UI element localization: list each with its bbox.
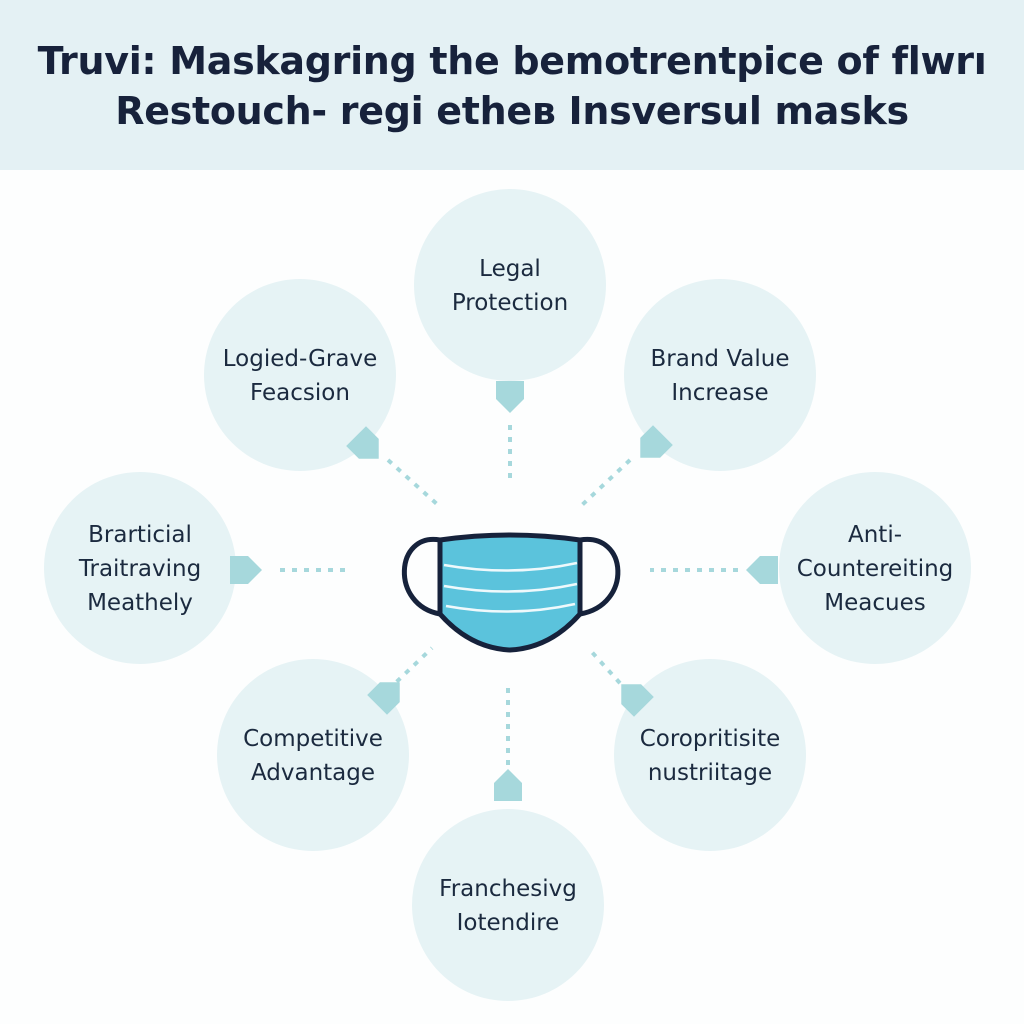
pointer-franchesivg-iotendire (494, 769, 522, 801)
connector-brand-value-increase (580, 458, 632, 507)
node-circle-brand-value-increase (624, 279, 816, 471)
connector-competitive-advantage (386, 646, 434, 692)
node-label-line: Franchesivg (439, 876, 577, 902)
face-mask-icon (401, 532, 621, 653)
node-label-line: nustriitage (648, 760, 772, 786)
title-line-1: Truvi: Maskagring the bemotrentpice of f… (37, 39, 987, 83)
pointer-logied-grave-feacsion (346, 426, 379, 459)
node-label-line: Anti- (848, 522, 902, 548)
node-label-line: Advantage (251, 760, 375, 786)
node-circle-logied-grave-feacsion (204, 279, 396, 471)
node-label-line: Legal (479, 256, 541, 282)
connectors (280, 425, 738, 765)
node-circle-brarticial-traitraving-meathely (44, 472, 236, 664)
node-label-line: Increase (671, 380, 768, 406)
node-circle-anti-countereiting-meacues (779, 472, 971, 664)
pointer-brand-value-increase (640, 425, 673, 458)
node-label-line: Meathely (87, 590, 193, 616)
node-circle-legal-protection (414, 189, 606, 381)
title-line-2: Restouch- regi etheв Insversul masks (115, 89, 909, 133)
node-label-line: Logied-Grave (223, 346, 378, 372)
pointer-legal-protection (496, 381, 524, 413)
node-label-line: Competitive (243, 726, 383, 752)
connector-logied-grave-feacsion (386, 458, 440, 507)
node-circle-franchesivg-iotendire (412, 809, 604, 1001)
pointer-anti-countereiting-meacues (746, 556, 778, 584)
node-label-line: Feacsion (250, 380, 350, 406)
node-label-line: Protection (452, 290, 568, 316)
node-label-line: Coropritisite (640, 726, 781, 752)
node-circle-coropritisite-nustriitage (614, 659, 806, 851)
node-label-line: Brarticial (88, 522, 192, 548)
title-banner: Truvi: Maskagring the bemotrentpice of f… (0, 0, 1024, 170)
pointer-competitive-advantage (367, 682, 400, 715)
pointer-coropritisite-nustriitage (621, 684, 654, 717)
pointer-brarticial-traitraving-meathely (230, 556, 262, 584)
connector-coropritisite-nustriitage (588, 648, 630, 694)
node-label-line: Countereiting (797, 556, 954, 582)
node-label-line: Iotendire (457, 910, 560, 936)
node-label-line: Brand Value (651, 346, 790, 372)
node-label-coropritisite-nustriitage: Coropritisite nustriitage (640, 726, 781, 786)
node-circle-competitive-advantage (217, 659, 409, 851)
node-label-line: Meacues (824, 590, 925, 616)
node-label-line: Traitraving (78, 556, 201, 582)
